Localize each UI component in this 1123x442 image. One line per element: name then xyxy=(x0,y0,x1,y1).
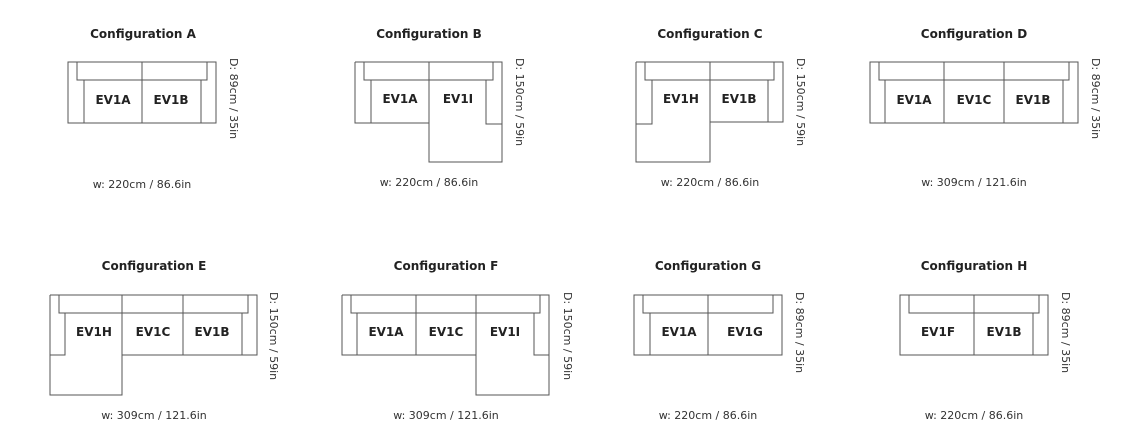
sofa-base xyxy=(49,294,258,396)
depth-dimension: D: 89cm / 35in xyxy=(227,58,240,139)
configuration-title: Configuration D xyxy=(921,27,1027,41)
seat-module-label: EV1B xyxy=(195,325,230,339)
depth-dimension: D: 89cm / 35in xyxy=(1089,58,1102,139)
configuration-title: Configuration B xyxy=(376,27,482,41)
depth-dimension: D: 150cm / 59in xyxy=(267,292,280,380)
depth-dimension: D: 89cm / 35in xyxy=(1059,292,1072,373)
depth-dimension: D: 150cm / 59in xyxy=(794,58,807,146)
configuration-e: Configuration E EV1H EV1C EV1B D: 150cm … xyxy=(49,259,280,422)
arm-left xyxy=(50,313,66,356)
sofa-outline xyxy=(899,294,1049,356)
configuration-g: Configuration G EV1A EV1G D: 89cm / 35in… xyxy=(633,259,806,422)
seat-module-label: EV1A xyxy=(896,93,932,107)
seat-module-label: EV1C xyxy=(136,325,171,339)
configuration-title: Configuration C xyxy=(657,27,762,41)
configuration-h: Configuration H EV1F EV1B D: 89cm / 35in… xyxy=(899,259,1072,422)
configuration-d: Configuration D EV1A EV1C EV1B D: 89cm /… xyxy=(869,27,1102,189)
sofa-outline xyxy=(341,294,550,396)
width-dimension: w: 309cm / 121.6in xyxy=(393,409,499,422)
width-dimension: w: 220cm / 86.6in xyxy=(659,409,758,422)
seat-module-label: EV1I xyxy=(490,325,520,339)
configuration-b: Configuration B EV1A EV1I D: 150cm / 59i… xyxy=(354,27,526,189)
sofa-back xyxy=(58,294,249,314)
arm-left xyxy=(636,80,653,125)
configuration-title: Configuration E xyxy=(102,259,207,273)
seat-module-label: EV1A xyxy=(95,93,131,107)
sofa-base xyxy=(354,61,503,163)
seat-module-label: EV1B xyxy=(722,92,757,106)
seat-module-label: EV1H xyxy=(663,92,699,106)
depth-dimension: D: 150cm / 59in xyxy=(561,292,574,380)
width-dimension: w: 220cm / 86.6in xyxy=(661,176,760,189)
seat-module-label: EV1B xyxy=(154,93,189,107)
seat-module-label: EV1B xyxy=(987,325,1022,339)
sofa-outline xyxy=(354,61,503,163)
configuration-title: Configuration A xyxy=(90,27,196,41)
configuration-c: Configuration C EV1H EV1B D: 150cm / 59i… xyxy=(635,27,807,189)
configuration-f: Configuration F EV1A EV1C EV1I D: 150cm … xyxy=(341,259,574,422)
width-dimension: w: 220cm / 86.6in xyxy=(925,409,1024,422)
sofa-back xyxy=(350,294,541,314)
seat-module-label: EV1F xyxy=(921,325,955,339)
configuration-title: Configuration F xyxy=(394,259,499,273)
seat-module-label: EV1H xyxy=(76,325,112,339)
sofa-outline xyxy=(635,61,784,163)
width-dimension: w: 309cm / 121.6in xyxy=(921,176,1027,189)
arm-right xyxy=(533,313,549,356)
width-dimension: w: 309cm / 121.6in xyxy=(101,409,207,422)
seat-module-label: EV1A xyxy=(661,325,697,339)
seat-module-label: EV1C xyxy=(429,325,464,339)
sofa-outline xyxy=(49,294,258,396)
seat-module-label: EV1C xyxy=(957,93,992,107)
sofa-outline xyxy=(633,294,783,356)
sofa-base xyxy=(341,294,550,396)
seat-module-label: EV1I xyxy=(443,92,473,106)
configuration-title: Configuration H xyxy=(921,259,1028,273)
depth-dimension: D: 150cm / 59in xyxy=(513,58,526,146)
seat-module-label: EV1A xyxy=(368,325,404,339)
width-dimension: w: 220cm / 86.6in xyxy=(380,176,479,189)
configuration-title: Configuration G xyxy=(655,259,761,273)
width-dimension: w: 220cm / 86.6in xyxy=(93,178,192,191)
configuration-a: Configuration A EV1A EV1B D: 89cm / 35in… xyxy=(67,27,240,191)
depth-dimension: D: 89cm / 35in xyxy=(793,292,806,373)
seat-module-label: EV1A xyxy=(382,92,418,106)
arm-right xyxy=(485,80,502,125)
seat-module-label: EV1G xyxy=(727,325,763,339)
seat-module-label: EV1B xyxy=(1016,93,1051,107)
sofa-outline xyxy=(67,61,217,124)
sofa-outline xyxy=(869,61,1079,124)
sofa-back xyxy=(878,61,1070,81)
